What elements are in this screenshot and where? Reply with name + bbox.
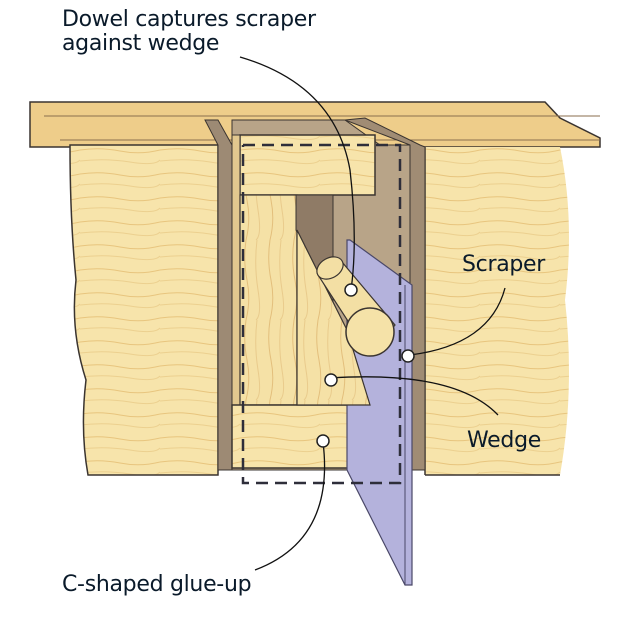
leader-dowel	[239, 56, 355, 291]
callout-dot-dowel	[344, 283, 358, 297]
leader-wedge	[329, 376, 499, 416]
callout-dot-cglue	[316, 434, 330, 448]
callout-dot-wedge	[324, 373, 338, 387]
glue-up-dashed-outline	[241, 143, 402, 485]
callout-dots	[316, 283, 415, 448]
plane-body-left	[69, 144, 219, 476]
label-wedge: Wedge	[467, 428, 541, 453]
callout-dot-scraper	[401, 349, 415, 363]
wedge	[296, 229, 371, 406]
label-dowel: Dowel captures scraper against wedge	[62, 8, 316, 56]
label-dowel-line2: against wedge	[62, 31, 220, 56]
label-scraper: Scraper	[462, 252, 546, 277]
leader-cglue	[254, 441, 326, 571]
dowel	[316, 256, 396, 357]
leader-lines	[239, 56, 506, 571]
label-c-shaped-glue-up: C-shaped glue-up	[62, 572, 252, 597]
plane-body-right	[424, 147, 569, 476]
leader-scraper	[409, 287, 506, 356]
label-dowel-line1: Dowel captures scraper	[62, 7, 316, 32]
